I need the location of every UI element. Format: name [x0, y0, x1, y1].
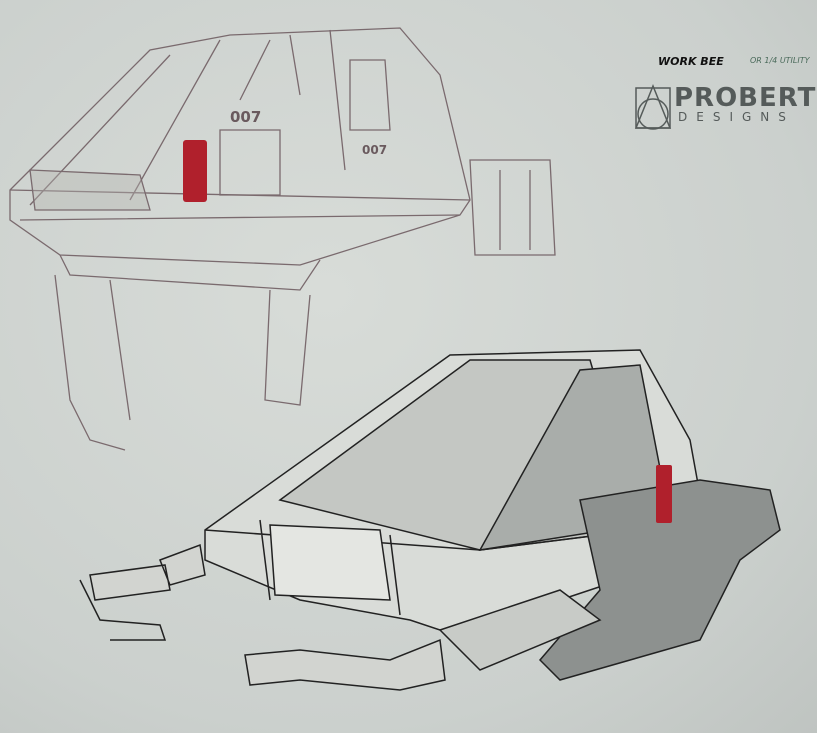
title-annotation: WORK BEE: [658, 55, 724, 68]
hull-number: 007: [362, 143, 388, 157]
side-view-ship: [9, 27, 556, 451]
logo-sub: DESIGNS: [678, 110, 795, 124]
note-annotation: OR 1/4 UTILITY: [750, 56, 810, 65]
red-light-top: [183, 140, 207, 202]
logo-word: PROBERT: [674, 83, 817, 113]
logo-mark-icon: [634, 84, 672, 130]
red-light-bottom: [656, 465, 672, 523]
perspective-ship: [79, 349, 781, 691]
hull-number: 007: [230, 108, 262, 126]
probert-designs-logo: PROBERT DESIGNS: [674, 83, 817, 124]
